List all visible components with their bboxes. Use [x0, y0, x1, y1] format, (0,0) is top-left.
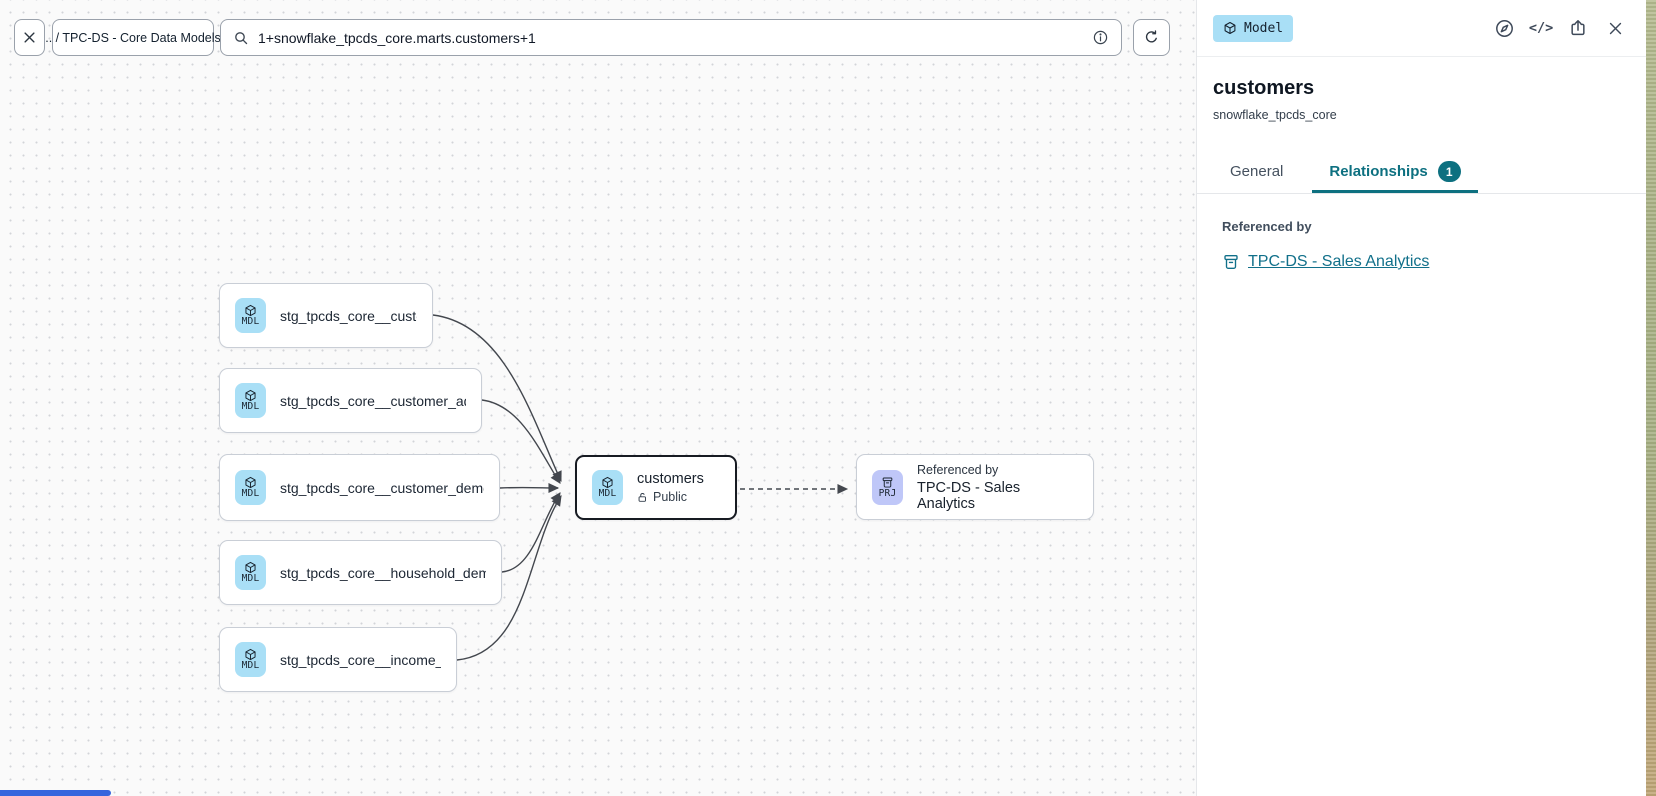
resource-type-label: Model [1244, 20, 1284, 36]
model-node-customers-selected[interactable]: MDL customers Public [575, 455, 737, 520]
tab-relationships-label: Relationships [1329, 163, 1428, 180]
node-title: customers [637, 471, 704, 487]
archive-icon [1222, 253, 1240, 271]
model-badge: MDL [235, 298, 266, 333]
tab-relationships[interactable]: Relationships 1 [1312, 150, 1477, 193]
model-node-stg-income-band[interactable]: MDL stg_tpcds_core__income_band [219, 627, 457, 692]
panel-title: customers [1213, 77, 1315, 99]
resource-type-chip: Model [1213, 14, 1294, 42]
lineage-canvas[interactable]: .. / TPC-DS - Core Data Models MDL stg_t… [0, 0, 1196, 796]
view-code-icon[interactable]: </> [1528, 20, 1554, 36]
horizontal-scrollbar-thumb[interactable] [0, 790, 111, 796]
relationships-count-badge: 1 [1437, 161, 1461, 182]
cube-icon [1223, 21, 1237, 35]
node-label: stg_tpcds_core__customer [280, 307, 417, 324]
model-badge: MDL [592, 470, 623, 505]
model-badge-label: MDL [241, 573, 260, 584]
node-label: stg_tpcds_core__income_band [280, 651, 441, 668]
model-badge-label: MDL [241, 401, 260, 412]
refresh-button[interactable] [1133, 19, 1170, 56]
close-icon [22, 30, 37, 45]
model-node-stg-customer-demographics[interactable]: MDL stg_tpcds_core__customer_demogra… [219, 454, 500, 521]
breadcrumb[interactable]: .. / TPC-DS - Core Data Models [45, 19, 221, 56]
desktop-wallpaper-sliver [1646, 0, 1656, 796]
model-badge: MDL [235, 555, 266, 590]
referenced-by-section: Referenced by TPC-DS - Sales Analytics [1197, 194, 1646, 271]
close-panel-icon[interactable] [1604, 17, 1626, 39]
share-icon[interactable] [1567, 17, 1589, 39]
model-node-stg-customer-address[interactable]: MDL stg_tpcds_core__customer_address [219, 368, 482, 433]
panel-tabs: General Relationships 1 [1197, 150, 1646, 194]
model-node-stg-household-demographics[interactable]: MDL stg_tpcds_core__household_demogr… [219, 540, 502, 605]
model-badge: MDL [235, 383, 266, 418]
referenced-project-row[interactable]: TPC-DS - Sales Analytics [1222, 253, 1646, 271]
project-badge-label: PRJ [878, 487, 897, 499]
lineage-search[interactable] [220, 19, 1122, 56]
cube-icon [244, 648, 257, 661]
model-badge: MDL [235, 642, 266, 677]
project-badge: PRJ [872, 469, 903, 505]
model-badge-label: MDL [241, 660, 260, 671]
model-node-stg-customer[interactable]: MDL stg_tpcds_core__customer [219, 283, 433, 348]
cube-icon [244, 304, 257, 317]
unlock-icon [637, 492, 648, 503]
node-visibility: Public [653, 490, 688, 504]
refresh-icon [1143, 29, 1160, 46]
explore-lineage-icon[interactable] [1493, 17, 1515, 39]
referenced-by-label: Referenced by [1222, 219, 1312, 234]
breadcrumb-label: .. / TPC-DS - Core Data Models [45, 30, 221, 45]
model-badge-label: MDL [241, 488, 260, 499]
search-input[interactable] [258, 29, 1083, 46]
cube-icon [244, 561, 257, 574]
panel-header: Model </> [1197, 0, 1646, 57]
panel-subtitle: snowflake_tpcds_core [1213, 108, 1337, 122]
cube-icon [244, 476, 257, 489]
cube-icon [601, 476, 614, 489]
archive-icon [881, 476, 894, 489]
info-icon[interactable] [1092, 29, 1109, 46]
model-badge-label: MDL [241, 316, 260, 327]
node-label: stg_tpcds_core__customer_demogra… [280, 479, 484, 496]
tab-general-label: General [1230, 163, 1284, 180]
node-label: stg_tpcds_core__customer_address [280, 392, 466, 409]
details-panel: Model </> customers snowflake_tpcds_core… [1196, 0, 1646, 796]
close-lineage-button[interactable] [14, 19, 45, 56]
node-kicker: Referenced by [917, 462, 999, 477]
tab-general[interactable]: General [1213, 150, 1300, 193]
project-node-sales-analytics[interactable]: PRJ Referenced by TPC-DS - Sales Analyti… [856, 454, 1094, 520]
lineage-edges [432, 314, 849, 661]
node-label: stg_tpcds_core__household_demogr… [280, 564, 486, 581]
model-badge: MDL [235, 470, 266, 505]
model-badge-label: MDL [598, 488, 617, 499]
referenced-project-link[interactable]: TPC-DS - Sales Analytics [1248, 253, 1430, 270]
search-icon [233, 30, 249, 46]
node-title: TPC-DS - Sales Analytics [917, 479, 1021, 512]
cube-icon [244, 389, 257, 402]
